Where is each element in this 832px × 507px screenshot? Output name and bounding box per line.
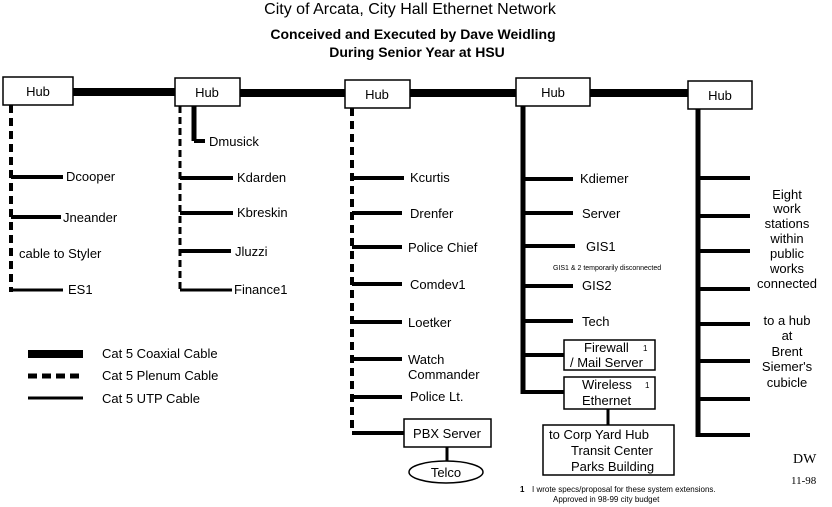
corp-yard-line-3: Parks Building [571, 459, 654, 474]
node-police-lt[interactable]: Police Lt. [410, 389, 463, 404]
firewall-label-line-2: / Mail Server [570, 355, 644, 370]
hub5-text-11: cubicle [767, 375, 807, 390]
hub-2-label: Hub [195, 85, 219, 100]
gis-disconnected-note: GIS1 & 2 temporarily disconnected [553, 265, 661, 272]
hub-3[interactable]: Hub [344, 79, 411, 109]
signature-date: 11-98 [791, 475, 817, 487]
footnote-marker: 1 [520, 485, 525, 494]
hub5-text-7: to a hub [764, 313, 811, 328]
node-drenfer[interactable]: Drenfer [410, 206, 454, 221]
hub-4-label: Hub [541, 85, 565, 100]
legend-plenum: Cat 5 Plenum Cable [102, 368, 218, 383]
node-finance1[interactable]: Finance1 [234, 282, 287, 297]
hub-4[interactable]: Hub [515, 77, 591, 107]
node-es1[interactable]: ES1 [68, 282, 93, 297]
hub5-text-2: stations [765, 216, 810, 231]
node-kdarden[interactable]: Kdarden [237, 170, 286, 185]
hub-4-branch [520, 106, 610, 425]
node-jneander[interactable]: Jneander [63, 210, 118, 225]
hub-5-branch [695, 109, 750, 437]
node-gis1[interactable]: GIS1 [586, 239, 616, 254]
hub-3-label: Hub [365, 87, 389, 102]
node-watch-commander-line-2[interactable]: Commander [408, 367, 480, 382]
backbone [73, 88, 688, 97]
hub-5-description: Eight work stations within public works … [757, 187, 817, 390]
hub-5-label: Hub [708, 88, 732, 103]
node-kcurtis[interactable]: Kcurtis [410, 170, 450, 185]
node-cable-to-styler[interactable]: cable to Styler [19, 246, 102, 261]
hub5-text-9: Brent [771, 344, 802, 359]
hub5-text-6: connected [757, 276, 817, 291]
hub-1[interactable]: Hub [2, 76, 74, 106]
legend: Cat 5 Coaxial Cable Cat 5 Plenum Cable C… [28, 346, 218, 406]
corp-yard-line-2: Transit Center [571, 443, 654, 458]
hub5-text-10: Siemer's [762, 359, 813, 374]
firewall-footnote-marker: 1 [643, 344, 648, 353]
wireless-footnote-marker: 1 [645, 381, 650, 390]
legend-utp: Cat 5 UTP Cable [102, 391, 200, 406]
hub5-text-1: work [772, 201, 801, 216]
hub-1-branch [9, 105, 63, 292]
signature-initials: DW [793, 452, 817, 467]
node-police-chief[interactable]: Police Chief [408, 240, 478, 255]
node-comdev1[interactable]: Comdev1 [410, 277, 466, 292]
legend-coax: Cat 5 Coaxial Cable [102, 346, 218, 361]
firewall-label-line-1: Firewall [584, 340, 629, 355]
node-firewall-mail-server[interactable]: Firewall 1 / Mail Server [563, 339, 656, 371]
node-loetker[interactable]: Loetker [408, 315, 452, 330]
hub5-text-4: public [770, 246, 804, 261]
hub5-text-0: Eight [772, 187, 802, 202]
node-tech[interactable]: Tech [582, 314, 609, 329]
node-server[interactable]: Server [582, 206, 621, 221]
hub5-text-3: within [769, 231, 803, 246]
node-dcooper[interactable]: Dcooper [66, 169, 116, 184]
hub5-text-5: works [769, 261, 804, 276]
footnote-line-1: I wrote specs/proposal for these system … [532, 485, 716, 494]
node-kbreskin[interactable]: Kbreskin [237, 205, 288, 220]
wireless-label-line-2: Ethernet [582, 393, 632, 408]
hub-1-label: Hub [26, 84, 50, 99]
corp-yard-line-1: to Corp Yard Hub [549, 427, 649, 442]
node-gis2[interactable]: GIS2 [582, 278, 612, 293]
hub-2-branch [178, 106, 233, 292]
node-dmusick[interactable]: Dmusick [209, 134, 259, 149]
telco-label: Telco [431, 465, 461, 480]
hub-3-branch [350, 108, 449, 461]
hub-2[interactable]: Hub [174, 77, 241, 107]
hub5-text-8: at [782, 328, 793, 343]
node-kdiemer[interactable]: Kdiemer [580, 171, 629, 186]
pbx-server-label: PBX Server [413, 426, 482, 441]
node-pbx-server[interactable]: PBX Server [403, 418, 492, 448]
page-title: City of Arcata, City Hall Ethernet Netwo… [264, 1, 557, 18]
node-telco[interactable]: Telco [408, 460, 484, 484]
subtitle-line-2: During Senior Year at HSU [329, 44, 505, 60]
wireless-label-line-1: Wireless [582, 377, 632, 392]
node-wireless-ethernet[interactable]: Wireless 1 Ethernet [563, 376, 656, 410]
subtitle-line-1: Conceived and Executed by Dave Weidling [270, 26, 555, 42]
hub-5[interactable]: Hub [687, 80, 753, 110]
node-watch-commander-line-1[interactable]: Watch [408, 352, 444, 367]
footnote-line-2: Approved in 98-99 city budget [553, 495, 660, 504]
node-corp-yard-box[interactable]: to Corp Yard Hub Transit Center Parks Bu… [542, 424, 675, 476]
node-jluzzi[interactable]: Jluzzi [235, 244, 268, 259]
footnote: 1 I wrote specs/proposal for these syste… [520, 485, 716, 504]
